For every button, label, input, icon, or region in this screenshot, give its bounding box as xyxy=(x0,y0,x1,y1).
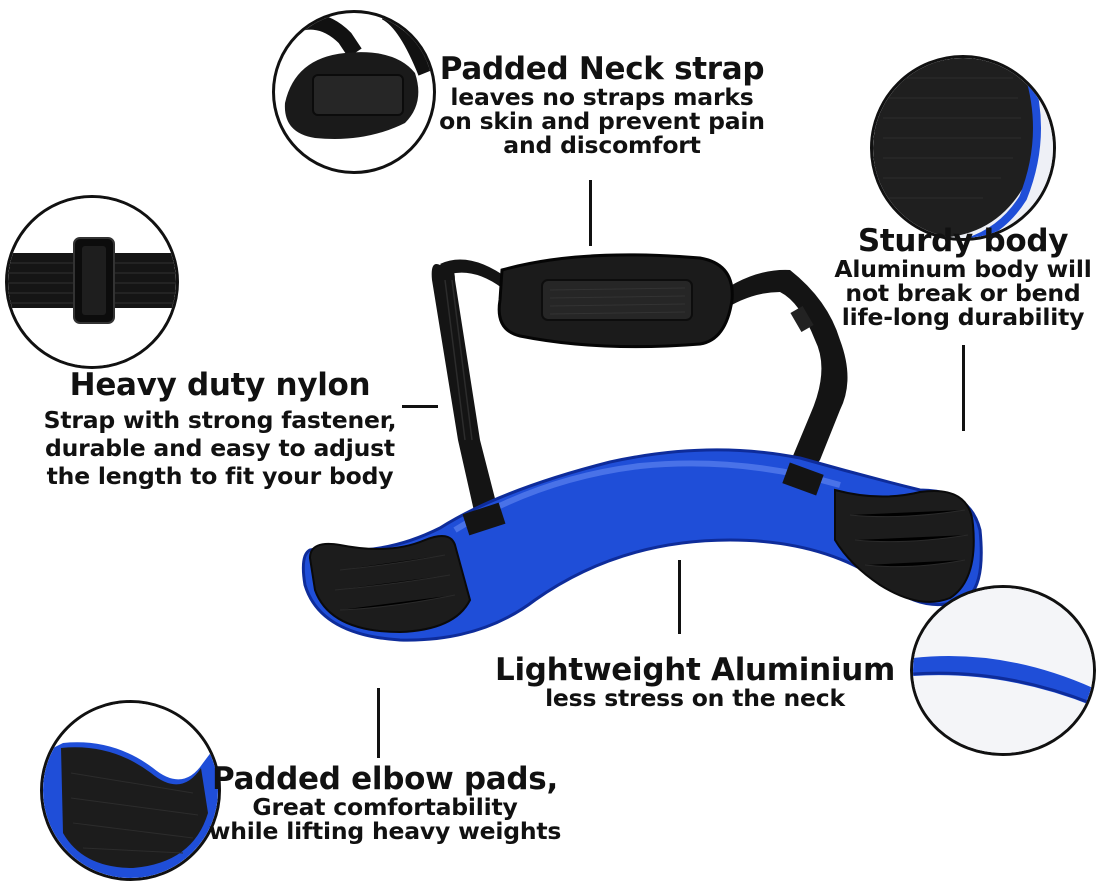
neck-strap-desc-3: and discomfort xyxy=(503,130,701,159)
sturdy-body-desc-1: Aluminum body will xyxy=(834,254,1092,283)
left-elbow-pad xyxy=(308,535,472,634)
aluminium-title: Lightweight Aluminium xyxy=(494,652,895,688)
elbow-pads-title: Padded elbow pads, xyxy=(212,761,558,797)
neck-strap-connector xyxy=(589,180,592,246)
neck-strap-title: Padded Neck strap xyxy=(439,51,765,87)
neck-pad xyxy=(497,253,734,349)
sturdy-body-desc-2: not break or bend xyxy=(845,278,1081,307)
elbow-pads-desc-1: Great comfortability xyxy=(252,792,518,821)
right-elbow-pad xyxy=(834,488,975,603)
aluminium-callout: Lightweight Aluminium less stress on the… xyxy=(490,652,900,712)
aluminium-desc-1: less stress on the neck xyxy=(545,683,845,712)
nylon-connector xyxy=(402,405,438,408)
elbow-pads-desc-2: while lifting heavy weights xyxy=(208,816,562,845)
elbow-pad-connector xyxy=(377,688,380,758)
sturdy-body-desc-3: life-long durability xyxy=(841,302,1085,331)
aluminium-connector xyxy=(678,560,681,634)
nylon-desc-2: durable and easy to adjust xyxy=(45,433,395,462)
neck-strap-callout: Padded Neck strap leaves no straps marks… xyxy=(432,51,772,159)
sturdy-body-callout: Sturdy body Aluminum body will not break… xyxy=(828,223,1098,331)
nylon-strap-closeup xyxy=(5,195,179,369)
neck-strap-desc-1: leaves no straps marks xyxy=(450,82,754,111)
neck-strap-desc-2: on skin and prevent pain xyxy=(439,106,765,135)
sturdy-body-closeup xyxy=(870,55,1056,241)
nylon-title: Heavy duty nylon xyxy=(69,367,371,403)
elbow-pads-callout: Padded elbow pads, Great comfortability … xyxy=(200,761,570,845)
elbow-pad-closeup xyxy=(40,700,221,881)
sturdy-body-title: Sturdy body xyxy=(857,223,1069,259)
sturdy-body-connector xyxy=(962,345,965,431)
nylon-desc-3: the length to fit your body xyxy=(46,461,394,490)
neck-strap-closeup xyxy=(272,10,436,174)
nylon-callout: Heavy duty nylon Strap with strong faste… xyxy=(40,367,400,490)
nylon-desc-1: Strap with strong fastener, xyxy=(43,405,397,434)
aluminium-edge-closeup xyxy=(910,585,1096,756)
